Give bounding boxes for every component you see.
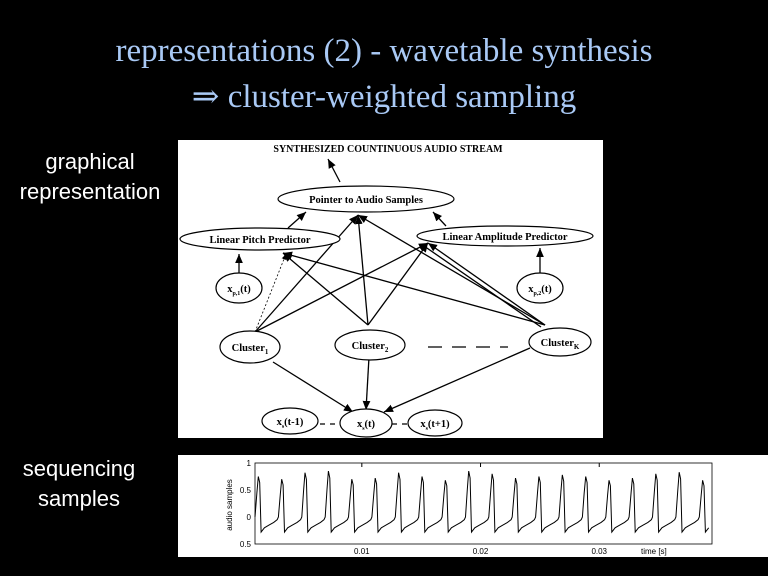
node-pointer (277, 185, 455, 213)
edge-ck-amp (427, 242, 546, 326)
xp1-var: x (227, 284, 233, 295)
y-tick-label: 1 (247, 459, 252, 468)
label-line: graphical (45, 149, 135, 174)
edge-amp-pointer (432, 211, 447, 227)
label-sequencing-samples: sequencing samples (0, 454, 158, 514)
cluster-word: Cluster (541, 338, 575, 349)
xs-var: x (420, 419, 426, 430)
y-axis-label: audio samples (225, 479, 234, 531)
xs-var: x (357, 419, 363, 430)
edge-c1-amp (254, 242, 429, 333)
node-amplitude-predictor (416, 225, 594, 247)
xs-now-label: xs(t) (357, 419, 376, 432)
xp1-suffix: (t) (240, 284, 251, 295)
node-xp1 (215, 272, 263, 304)
edge-pointer-output (327, 158, 341, 183)
edge-c1-xs (272, 361, 354, 413)
edge-ck-amp-2 (423, 245, 542, 328)
y-tick-label: 0.5 (240, 486, 252, 495)
node-xs-prev (261, 407, 319, 435)
label-line: sequencing (22, 456, 136, 481)
xs-sub: s (282, 424, 285, 430)
y-tick-label: 0 (247, 513, 252, 522)
xp2-suffix: (t) (541, 284, 552, 295)
x-tick-label: 0.03 (591, 547, 607, 556)
label-graphical-representation: graphical representation (4, 147, 176, 207)
xp1-label: xp,1(t) (227, 284, 251, 297)
slide-title-line2: ⇒ cluster-weighted sampling (191, 79, 577, 115)
node-pitch-predictor (179, 227, 341, 251)
xs-var: x (277, 417, 283, 428)
xs-suffix: (t+1) (428, 419, 450, 430)
edge-ck-pitch (282, 251, 546, 326)
x-tick-label: 0.01 (354, 547, 370, 556)
edges (235, 158, 546, 425)
x-axis-label: time [s] (641, 547, 667, 556)
cluster-sub: 2 (385, 346, 389, 354)
clusterk-label: ClusterK (541, 338, 580, 351)
slide-title-line1: representations (2) - wavetable synthesi… (115, 33, 653, 69)
node-cluster1 (219, 330, 281, 364)
xs-prev-label: xs(t-1) (277, 417, 304, 430)
xs-next-label: xs(t+1) (420, 419, 450, 432)
amplitude-label: Linear Amplitude Predictor (442, 232, 567, 243)
label-line: representation (19, 179, 161, 204)
xp2-var: x (528, 284, 534, 295)
output-label: SYNTHESIZED COUNTINUOUS AUDIO STREAM (273, 144, 503, 155)
xp1-sub: p,1 (232, 291, 240, 297)
xs-sub: s (362, 426, 365, 432)
xp2-sub: p,2 (533, 291, 541, 297)
node-xs-next (407, 409, 463, 437)
cluster-word: Cluster (352, 341, 386, 352)
cluster2-label: Cluster2 (352, 341, 389, 354)
node-xp2 (516, 272, 564, 304)
edge-pitch-pointer (287, 211, 307, 229)
cluster-sub: 1 (265, 348, 269, 356)
xs-suffix: (t-1) (284, 417, 304, 428)
edge-c2-xs (362, 356, 371, 411)
edge-ck-pointer (357, 214, 546, 326)
xs-sub: s (426, 426, 429, 432)
edge-ck-xs (383, 347, 531, 413)
node-xs-now (339, 408, 393, 438)
node-clusterk (528, 327, 592, 357)
edge-c2-pitch (282, 252, 369, 326)
waveform-line (254, 471, 710, 534)
pitch-label: Linear Pitch Predictor (209, 235, 310, 246)
label-line: samples (38, 486, 120, 511)
xp2-label: xp,2(t) (528, 284, 552, 297)
y-tick-label: 0.5 (240, 540, 252, 549)
xs-suffix: (t) (365, 419, 376, 430)
waveform-chart: 1 0.5 0 0.5 0.01 0.02 0.03 time [s] audio sam… (178, 455, 768, 557)
cluster1-label: Cluster1 (232, 343, 269, 356)
graphical-model-diagram: SYNTHESIZED COUNTINUOUS AUDIO STREAM Poi… (178, 140, 603, 438)
cluster-sub: K (574, 343, 580, 351)
edge-c2-pointer (354, 214, 369, 326)
x-tick-label: 0.02 (473, 547, 489, 556)
edge-c1-pitch (254, 253, 287, 333)
cluster-word: Cluster (232, 343, 266, 354)
plot-frame (254, 462, 713, 545)
node-cluster2 (334, 329, 406, 361)
pointer-label: Pointer to Audio Samples (309, 195, 423, 206)
